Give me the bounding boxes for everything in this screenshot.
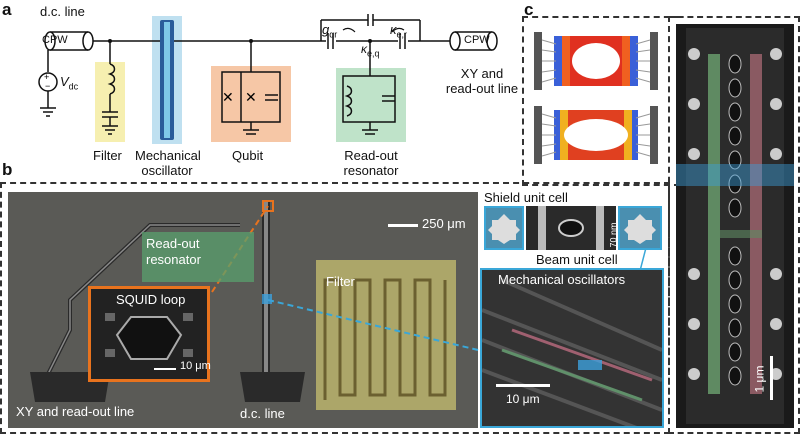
mechanical-oscillator-sem-image xyxy=(676,24,794,428)
orange-marker xyxy=(262,200,274,212)
scale-bar-c xyxy=(770,356,773,400)
squid-scale-bar xyxy=(154,368,176,370)
squid-inset xyxy=(88,286,210,382)
panel-c-frame xyxy=(522,16,680,186)
svg-text:+: + xyxy=(44,72,49,82)
kappa-er-label: κe,r xyxy=(390,22,408,40)
svg-text:−: − xyxy=(45,81,50,91)
shield-unit-cell-image xyxy=(484,206,524,250)
svg-text:✕: ✕ xyxy=(222,89,234,105)
xy-readout-b-label: XY and read-out line xyxy=(16,404,135,419)
cpw-left-label: CPW xyxy=(42,34,68,46)
dc-line-label: d.c. line xyxy=(40,4,85,19)
mechanical-oscillators-label: Mechanical oscillators xyxy=(498,272,626,287)
simulation-mode-bottom xyxy=(534,104,658,166)
filter-b-label: Filter xyxy=(326,274,355,289)
vdc-label: Vdc xyxy=(60,74,79,92)
mech-scale-bar xyxy=(496,384,550,387)
squid-loop-label: SQUID loop xyxy=(116,292,186,307)
simulation-mode-top xyxy=(534,30,658,92)
nm-label: 70 nm xyxy=(608,222,619,248)
cyan-highlight-band xyxy=(676,164,794,186)
readout-resonator-overlay xyxy=(142,232,254,282)
qubit-label: Qubit xyxy=(232,148,264,163)
panel-label-b: b xyxy=(2,160,13,179)
filter-label: Filter xyxy=(93,148,122,163)
scale-label-main: 250 μm xyxy=(422,216,466,231)
shield-unit-cell-image-2 xyxy=(618,206,662,250)
panel-label-c: c xyxy=(524,0,534,19)
cpw-right-label: CPW xyxy=(464,34,490,46)
beam-unit-cell-image xyxy=(526,206,616,250)
shield-unit-cell-label: Shield unit cell xyxy=(484,190,568,205)
g-qr-label: gqr xyxy=(322,22,338,40)
beam-unit-cell-label: Beam unit cell xyxy=(536,252,618,267)
panel-label-a: a xyxy=(2,0,12,19)
blue-marker xyxy=(262,294,272,304)
squid-scale-label: 10 μm xyxy=(180,360,211,372)
kappa-eq-label: κe,q xyxy=(361,42,380,59)
mechanical-oscillators-sem xyxy=(480,268,664,428)
mech-scale-label: 10 μm xyxy=(506,392,540,406)
scale-bar-main xyxy=(388,224,418,227)
svg-text:✕: ✕ xyxy=(245,89,257,105)
panel-b-frame xyxy=(0,182,670,434)
dc-line-b-label: d.c. line xyxy=(240,406,285,421)
